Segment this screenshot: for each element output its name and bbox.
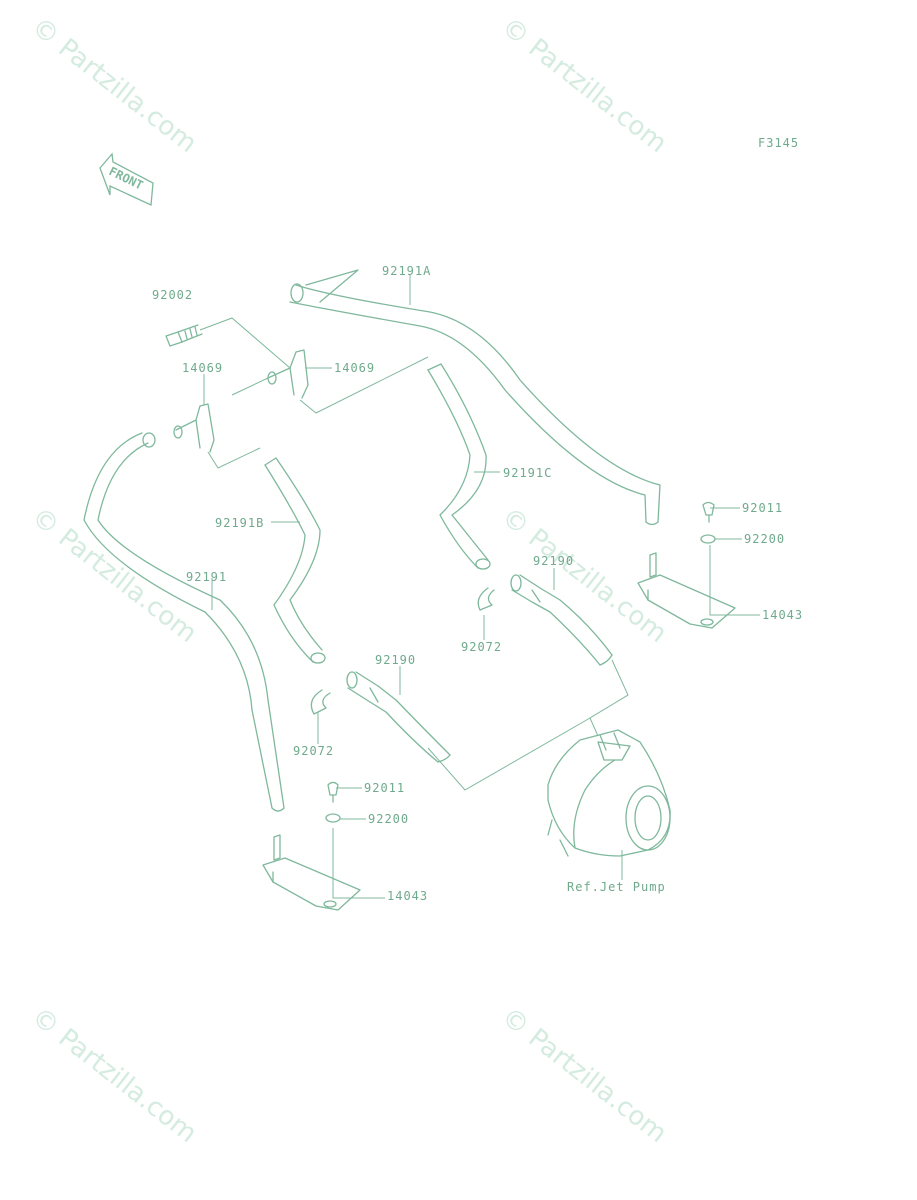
watermark: © Partzilla.com: [496, 502, 673, 649]
label-92191c: 92191C: [503, 466, 552, 480]
label-92011-left: 92011: [364, 781, 405, 795]
label-14043-right: 14043: [762, 608, 803, 622]
jet-pump: [547, 729, 671, 857]
label-92191: 92191: [186, 570, 227, 584]
watermark: © Partzilla.com: [496, 1002, 673, 1149]
clamp-92072-right: [477, 587, 495, 611]
fitting-14069-right: [267, 349, 309, 399]
clamp-92072-left: [310, 689, 331, 715]
hose-92191: [83, 432, 285, 812]
front-arrow-icon: FRONT: [99, 152, 154, 206]
watermark: © Partzilla.com: [26, 502, 203, 649]
hose-92191a: [289, 269, 661, 526]
label-92190-left: 92190: [375, 653, 416, 667]
figure-code: F3145: [758, 136, 799, 150]
leader-lines: [199, 275, 760, 899]
label-92191a: 92191A: [382, 264, 431, 278]
bracket-14043-right: [637, 501, 736, 629]
label-14043-left: 14043: [387, 889, 428, 903]
hose-92190-left: [346, 671, 451, 763]
hose-92191b: [264, 457, 326, 664]
watermark: © Partzilla.com: [26, 12, 203, 159]
label-92190-right: 92190: [533, 554, 574, 568]
label-14069-right: 14069: [334, 361, 375, 375]
label-92191b: 92191B: [215, 516, 264, 530]
label-92002: 92002: [152, 288, 193, 302]
bracket-14043-left: [262, 781, 361, 911]
label-92072-right: 92072: [461, 640, 502, 654]
bolt-92002: [165, 324, 203, 347]
label-92200-right: 92200: [744, 532, 785, 546]
hose-92190-right: [510, 574, 613, 666]
part-labels: 92191A 92002 14069 14069 92191C 92191B 9…: [152, 264, 803, 903]
fitting-14069-left: [173, 403, 215, 453]
label-92200-left: 92200: [368, 812, 409, 826]
label-14069-left: 14069: [182, 361, 223, 375]
watermark: © Partzilla.com: [26, 1002, 203, 1149]
hose-drawing: [83, 269, 736, 911]
label-ref-jet-pump: Ref.Jet Pump: [567, 880, 666, 894]
hose-92191c: [427, 363, 491, 570]
label-92072-left: 92072: [293, 744, 334, 758]
label-92011-right: 92011: [742, 501, 783, 515]
watermark: © Partzilla.com: [496, 12, 673, 159]
